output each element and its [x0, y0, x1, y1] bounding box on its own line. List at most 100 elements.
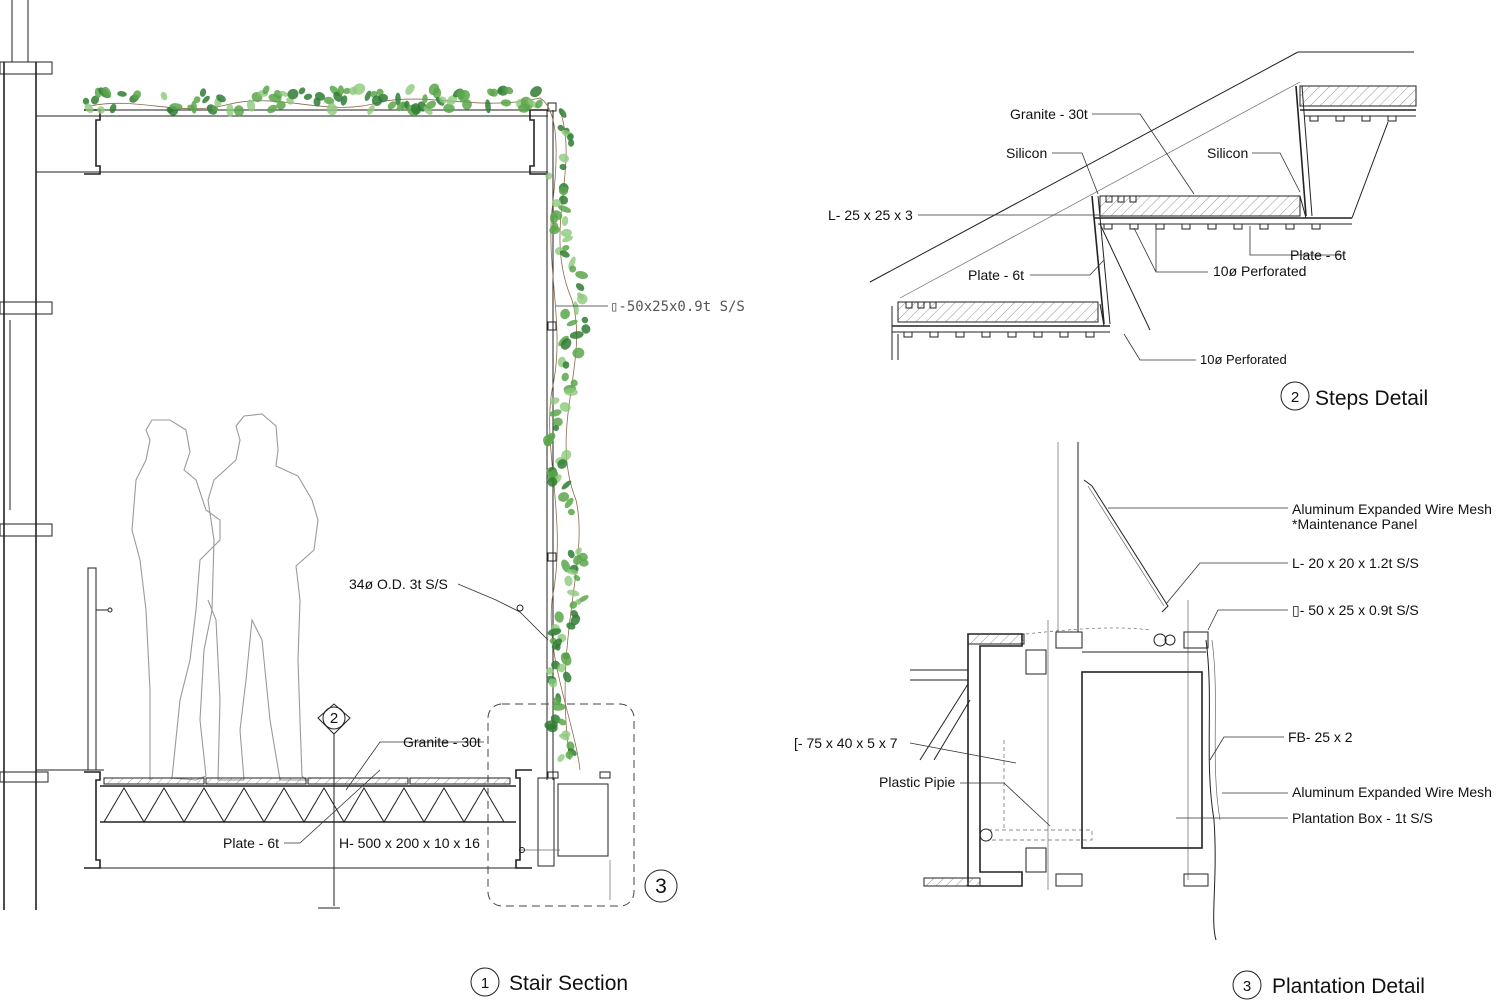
label-section-h-beam: H- 500 x 200 x 10 x 16: [339, 835, 480, 851]
ivy-leaf: [489, 88, 499, 97]
ivy-vine: [89, 97, 581, 771]
ivy-leaf: [549, 397, 560, 405]
ivy-leaf: [551, 703, 566, 711]
ivy-leaf: [202, 95, 210, 104]
ivy-leaf: [572, 347, 585, 359]
label-plant-box: Plantation Box - 1t S/S: [1292, 810, 1433, 826]
lower-step: [891, 301, 1110, 360]
middle-step: [1094, 121, 1389, 331]
ivy-leaf: [117, 91, 127, 97]
ivy-leaf: [303, 93, 313, 100]
detail-2-marker: 2: [330, 710, 338, 727]
ivy-leaf: [462, 99, 472, 110]
ivy-leaf: [570, 614, 581, 626]
ivy-leaf: [549, 212, 559, 224]
ivy-leaf: [132, 90, 142, 100]
ivy-leaf: [567, 139, 575, 147]
ivy-leaf: [569, 601, 578, 609]
ivy-leaf: [557, 754, 565, 762]
section-cut-line: [318, 734, 340, 909]
plantation-detail-leaders: [909, 507, 1288, 827]
ivy-leaf: [566, 622, 576, 630]
stair-section-label: Stair Section: [509, 972, 628, 995]
ivy-leaf: [575, 283, 585, 291]
ivy-leaf: [266, 104, 278, 114]
ivy-leaf: [191, 100, 197, 114]
label-section-granite: Granite - 30t: [403, 734, 481, 750]
ivy-leaf: [458, 90, 470, 102]
steps-detail-number: 2: [1291, 389, 1299, 406]
detail-2-callout[interactable]: 2: [317, 703, 351, 735]
ivy-leaf: [233, 105, 245, 117]
label-section-rect-tube: ▯-50x25x0.9t S/S: [610, 299, 745, 315]
ivy-leaf: [559, 163, 567, 171]
ivy-leaf: [562, 235, 574, 243]
steps-detail-drawing: Granite - 30t Silicon Silicon L- 25 x 25…: [828, 51, 1428, 411]
ivy-leaf: [575, 271, 589, 279]
ivy-leaf: [552, 696, 561, 706]
ivy-leaf: [546, 667, 554, 675]
ivy-leaf: [562, 361, 570, 369]
ivy-leaf: [558, 205, 572, 213]
person-silhouettes: [131, 413, 319, 781]
ivy-leaf: [422, 94, 428, 104]
ivy-leaf: [581, 324, 591, 334]
label-plant-pipe: Plastic Pipie: [879, 774, 955, 790]
ivy-leaf: [405, 83, 415, 95]
steps-detail-label: Steps Detail: [1315, 387, 1428, 410]
stair-section-title: 1 Stair Section: [470, 967, 628, 997]
ivy-leaf: [109, 103, 117, 114]
ivy-leaf: [530, 86, 542, 98]
ivy-leaf: [102, 86, 112, 99]
label-plant-flat-bar: FB- 25 x 2: [1288, 729, 1353, 745]
ivy-leaf: [564, 497, 574, 509]
upper-step: [1295, 85, 1417, 217]
ivy-leaf: [446, 95, 458, 106]
plantation-detail-title: 3 Plantation Detail: [1232, 970, 1425, 1000]
ivy-leaf: [566, 569, 579, 575]
ivy-leaf: [564, 575, 573, 587]
detail-3-callout[interactable]: 3: [644, 869, 678, 903]
ivy-leaf: [337, 85, 345, 96]
ivy-leaf: [560, 652, 572, 666]
ivy-leaf: [549, 225, 560, 235]
ivy-leaf: [557, 124, 565, 132]
ivy-leaf: [352, 83, 366, 95]
label-section-pipe: 34ø O.D. 3t S/S: [349, 576, 448, 592]
label-steps-perforated-upper: 10ø Perforated: [1213, 263, 1306, 279]
ivy-leaf: [364, 90, 372, 101]
plantation-detail-drawing: Aluminum Expanded Wire Mesh *Maintenance…: [794, 442, 1492, 1000]
label-steps-plate-right: Plate - 6t: [1290, 247, 1346, 263]
label-steps-angle: L- 25 x 25 x 3: [828, 207, 913, 223]
ivy-leaf: [216, 94, 226, 103]
ivy-leaf: [557, 459, 568, 469]
ivy-leaf: [211, 105, 219, 112]
ivy-leaf: [378, 93, 388, 103]
ivy-leaf: [569, 265, 577, 273]
ivy-leaf: [545, 172, 553, 180]
label-steps-silicon-left: Silicon: [1006, 145, 1047, 161]
detail-3-marker: 3: [655, 875, 667, 898]
ivy-leaf: [559, 733, 570, 741]
ivy-leaf: [566, 741, 575, 751]
ivy-leaf: [262, 85, 270, 95]
label-steps-plate-left: Plate - 6t: [968, 267, 1024, 283]
ivy-leaf: [557, 663, 566, 673]
ivy-leaf: [551, 199, 561, 207]
stair-section-drawing: 2 3 ▯-50x25x0.9t S/S 34ø O.D. 3t S/S Gra…: [0, 0, 745, 997]
label-plant-rect-tube: ▯- 50 x 25 x 0.9t S/S: [1292, 602, 1419, 618]
ivy-leaf: [90, 95, 100, 105]
ivy-leaf: [367, 105, 375, 115]
ivy-leaf: [558, 195, 569, 205]
ivy-leaf: [485, 99, 491, 114]
steps-detail-leaders: [918, 113, 1344, 361]
plantation-detail-number: 3: [1243, 978, 1251, 995]
stair-platform: [36, 769, 532, 869]
ivy-leaf: [548, 678, 558, 688]
ivy-leaf: [557, 718, 567, 726]
ivy-leaf: [558, 186, 569, 196]
ivy-leaf: [193, 96, 201, 104]
label-plant-mesh-panel-1: Aluminum Expanded Wire Mesh: [1292, 501, 1492, 517]
ivy-leaf: [425, 100, 437, 110]
ivy-leaf: [558, 492, 570, 502]
